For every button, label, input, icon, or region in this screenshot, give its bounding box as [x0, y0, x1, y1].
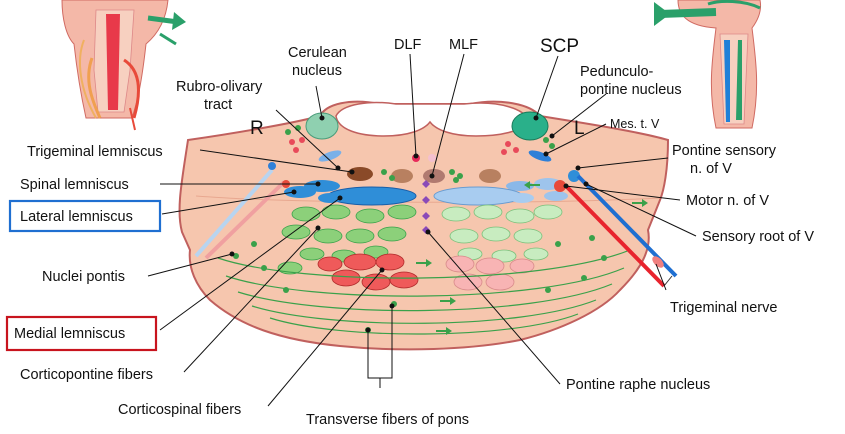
label-pedunculopontine-line2: pontine nucleus — [580, 82, 682, 98]
label-rubro-olivary-line1: Rubro-olivary — [176, 79, 263, 95]
label-spinal-lemniscus: Spinal lemniscus — [20, 177, 129, 193]
basilar-pons — [217, 181, 648, 335]
brainstem-thumbnail-left — [61, 0, 186, 131]
tegmentum-structures — [284, 111, 580, 234]
label-pontine-sensory-line1: Pontine sensory — [672, 143, 777, 159]
label-side-l: L — [574, 118, 585, 139]
lateral-lemniscus-shape — [284, 186, 316, 198]
label-mlf: MLF — [449, 37, 478, 53]
dlf-shape-right — [428, 154, 436, 162]
scp-shape — [511, 111, 549, 141]
label-mes-t-v: Mes. t. V — [610, 117, 660, 131]
label-transverse-fibers: Transverse fibers of pons — [306, 412, 469, 428]
label-trigeminal-nerve: Trigeminal nerve — [670, 300, 777, 316]
label-dlf: DLF — [394, 37, 422, 53]
label-scp: SCP — [540, 36, 579, 57]
label-side-r: R — [250, 118, 264, 139]
label-sensory-root-of-v: Sensory root of V — [702, 229, 814, 245]
corticopontine-fibers-shapes — [277, 204, 417, 275]
label-corticospinal-fibers: Corticospinal fibers — [118, 402, 241, 418]
label-cerulean-line1: Cerulean — [288, 45, 347, 61]
leader-lines — [147, 53, 697, 407]
label-lateral-lemniscus: Lateral lemniscus — [20, 209, 133, 225]
cerulean-nucleus-shape — [305, 112, 339, 140]
medial-lemniscus-shape-right — [433, 186, 523, 206]
raphe-cells — [422, 180, 430, 234]
labels: Rubro-olivary tract Cerulean nucleus DLF… — [5, 36, 814, 428]
label-pontine-raphe-nucleus: Pontine raphe nucleus — [566, 377, 710, 393]
trigeminal-nerve-shape — [564, 174, 678, 288]
label-cerulean-line2: nucleus — [292, 63, 342, 79]
label-pedunculopontine-line1: Pedunculo- — [580, 64, 654, 80]
label-medial-lemniscus: Medial lemniscus — [14, 326, 125, 342]
label-pontine-sensory-line2: n. of V — [690, 161, 732, 177]
label-corticopontine-fibers: Corticopontine fibers — [20, 367, 153, 383]
label-motor-n-of-v: Motor n. of V — [686, 193, 769, 209]
medial-lemniscus-highlight-box — [5, 315, 158, 352]
brainstem-thumbnail-right — [654, 0, 761, 129]
label-nuclei-pontis: Nuclei pontis — [42, 269, 125, 285]
label-rubro-olivary-line2: tract — [204, 97, 232, 113]
lateral-lemniscus-highlight-box — [8, 199, 162, 233]
label-trigeminal-lemniscus: Trigeminal lemniscus — [27, 144, 163, 160]
